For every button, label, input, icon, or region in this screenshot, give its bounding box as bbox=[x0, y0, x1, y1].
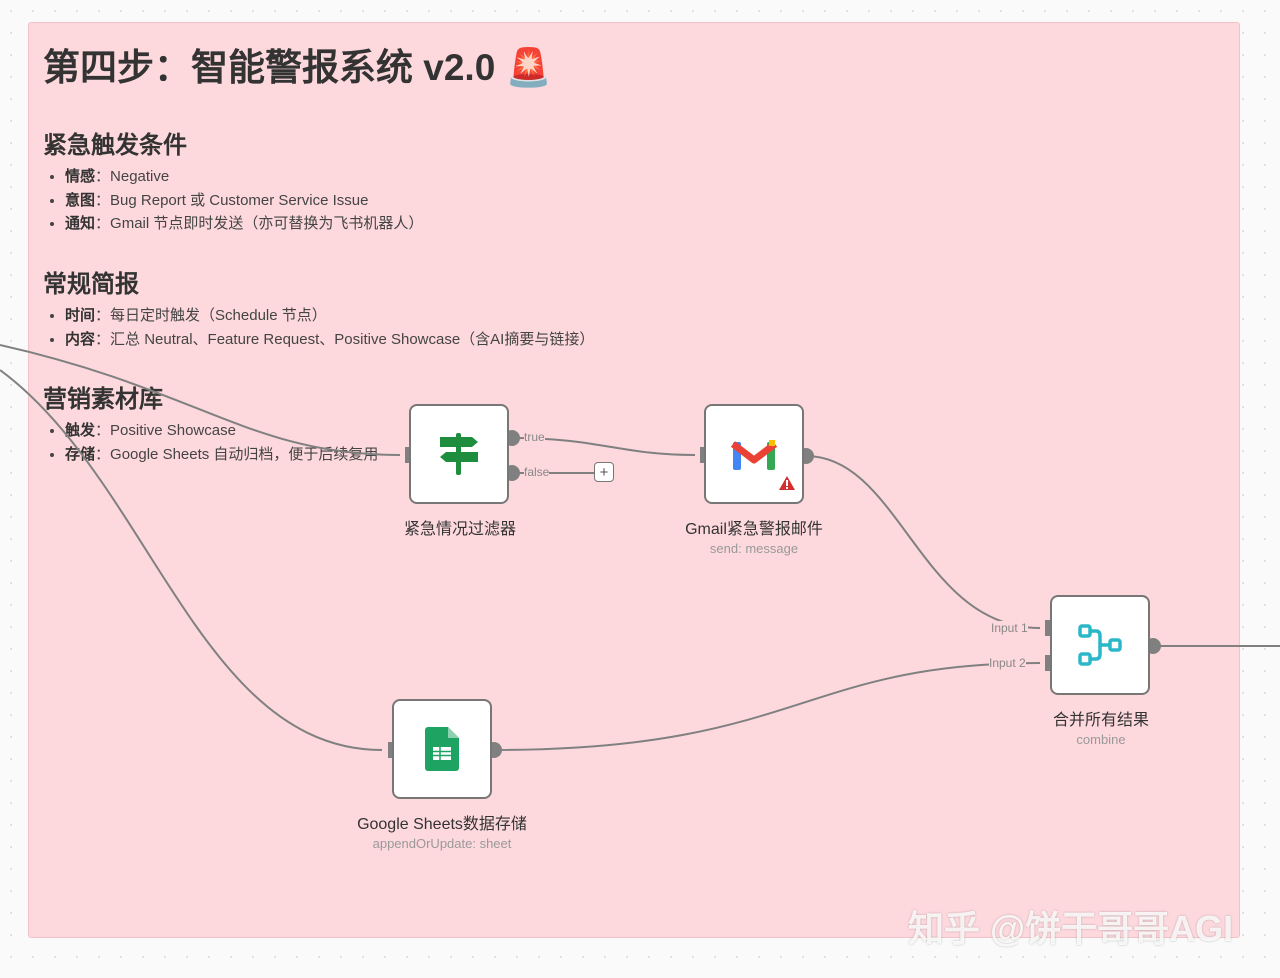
node-subtitle: send: message bbox=[709, 541, 799, 556]
sticky-note[interactable]: 第四步：智能警报系统 v2.0 🚨 紧急触发条件 情感：Negative 意图：… bbox=[28, 22, 1240, 938]
warning-icon[interactable] bbox=[778, 475, 796, 496]
list-item: 内容：汇总 Neutral、Feature Request、Positive S… bbox=[65, 328, 594, 352]
sheets-node[interactable] bbox=[392, 699, 492, 799]
list: 时间：每日定时触发（Schedule 节点） 内容：汇总 Neutral、Fea… bbox=[43, 304, 594, 351]
node-subtitle: combine bbox=[1076, 732, 1126, 747]
signpost-icon bbox=[440, 433, 478, 475]
google-sheets-icon bbox=[425, 727, 459, 771]
list-item: 通知：Gmail 节点即时发送（亦可替换为飞书机器人） bbox=[65, 212, 423, 236]
port-label-false: false bbox=[524, 465, 550, 479]
gmail-icon bbox=[731, 440, 777, 470]
add-node-button[interactable]: + bbox=[594, 462, 614, 482]
node-label: Google Sheets数据存储 bbox=[357, 816, 527, 833]
list: 情感：Negative 意图：Bug Report 或 Customer Ser… bbox=[43, 165, 423, 236]
node-label: Gmail紧急警报邮件 bbox=[685, 521, 823, 538]
section-heading: 紧急触发条件 bbox=[43, 132, 187, 159]
list-item: 意图：Bug Report 或 Customer Service Issue bbox=[65, 189, 423, 213]
list: 触发：Positive Showcase 存储：Google Sheets 自动… bbox=[43, 419, 378, 466]
connection-gmail-to-merge bbox=[805, 455, 1041, 629]
port-label-input2: Input 2 bbox=[989, 656, 1026, 670]
filter-node[interactable] bbox=[409, 404, 509, 504]
merge-icon bbox=[1078, 624, 1122, 666]
node-label: 紧急情况过滤器 bbox=[403, 521, 516, 538]
section-heading: 营销素材库 bbox=[43, 386, 163, 413]
port-sheets-in bbox=[388, 742, 394, 758]
port-gmail-in bbox=[700, 447, 706, 463]
port-filter-in bbox=[405, 447, 411, 463]
connection-sheets-to-merge bbox=[493, 662, 1041, 751]
port-merge-in1 bbox=[1045, 620, 1051, 636]
port-label-input1: Input 1 bbox=[991, 621, 1028, 635]
watermark: 知乎 @饼干哥哥AGI bbox=[908, 908, 1234, 949]
node-subtitle: appendOrUpdate: sheet bbox=[372, 836, 512, 851]
list-item: 触发：Positive Showcase bbox=[65, 419, 378, 443]
list-item: 存储：Google Sheets 自动归档，便于后续复用 bbox=[65, 443, 378, 467]
connection-to-sheets bbox=[0, 369, 383, 751]
port-merge-in2 bbox=[1045, 655, 1051, 671]
port-label-true: true bbox=[524, 430, 545, 444]
gmail-node[interactable] bbox=[704, 404, 804, 504]
node-label: 合并所有结果 bbox=[1052, 712, 1149, 729]
list-item: 情感：Negative bbox=[65, 165, 423, 189]
section-heading: 常规简报 bbox=[43, 271, 139, 298]
note-title: 第四步：智能警报系统 v2.0 🚨 bbox=[43, 47, 552, 88]
connection-to-filter bbox=[0, 344, 401, 456]
list-item: 时间：每日定时触发（Schedule 节点） bbox=[65, 304, 594, 328]
merge-node[interactable] bbox=[1050, 595, 1150, 695]
